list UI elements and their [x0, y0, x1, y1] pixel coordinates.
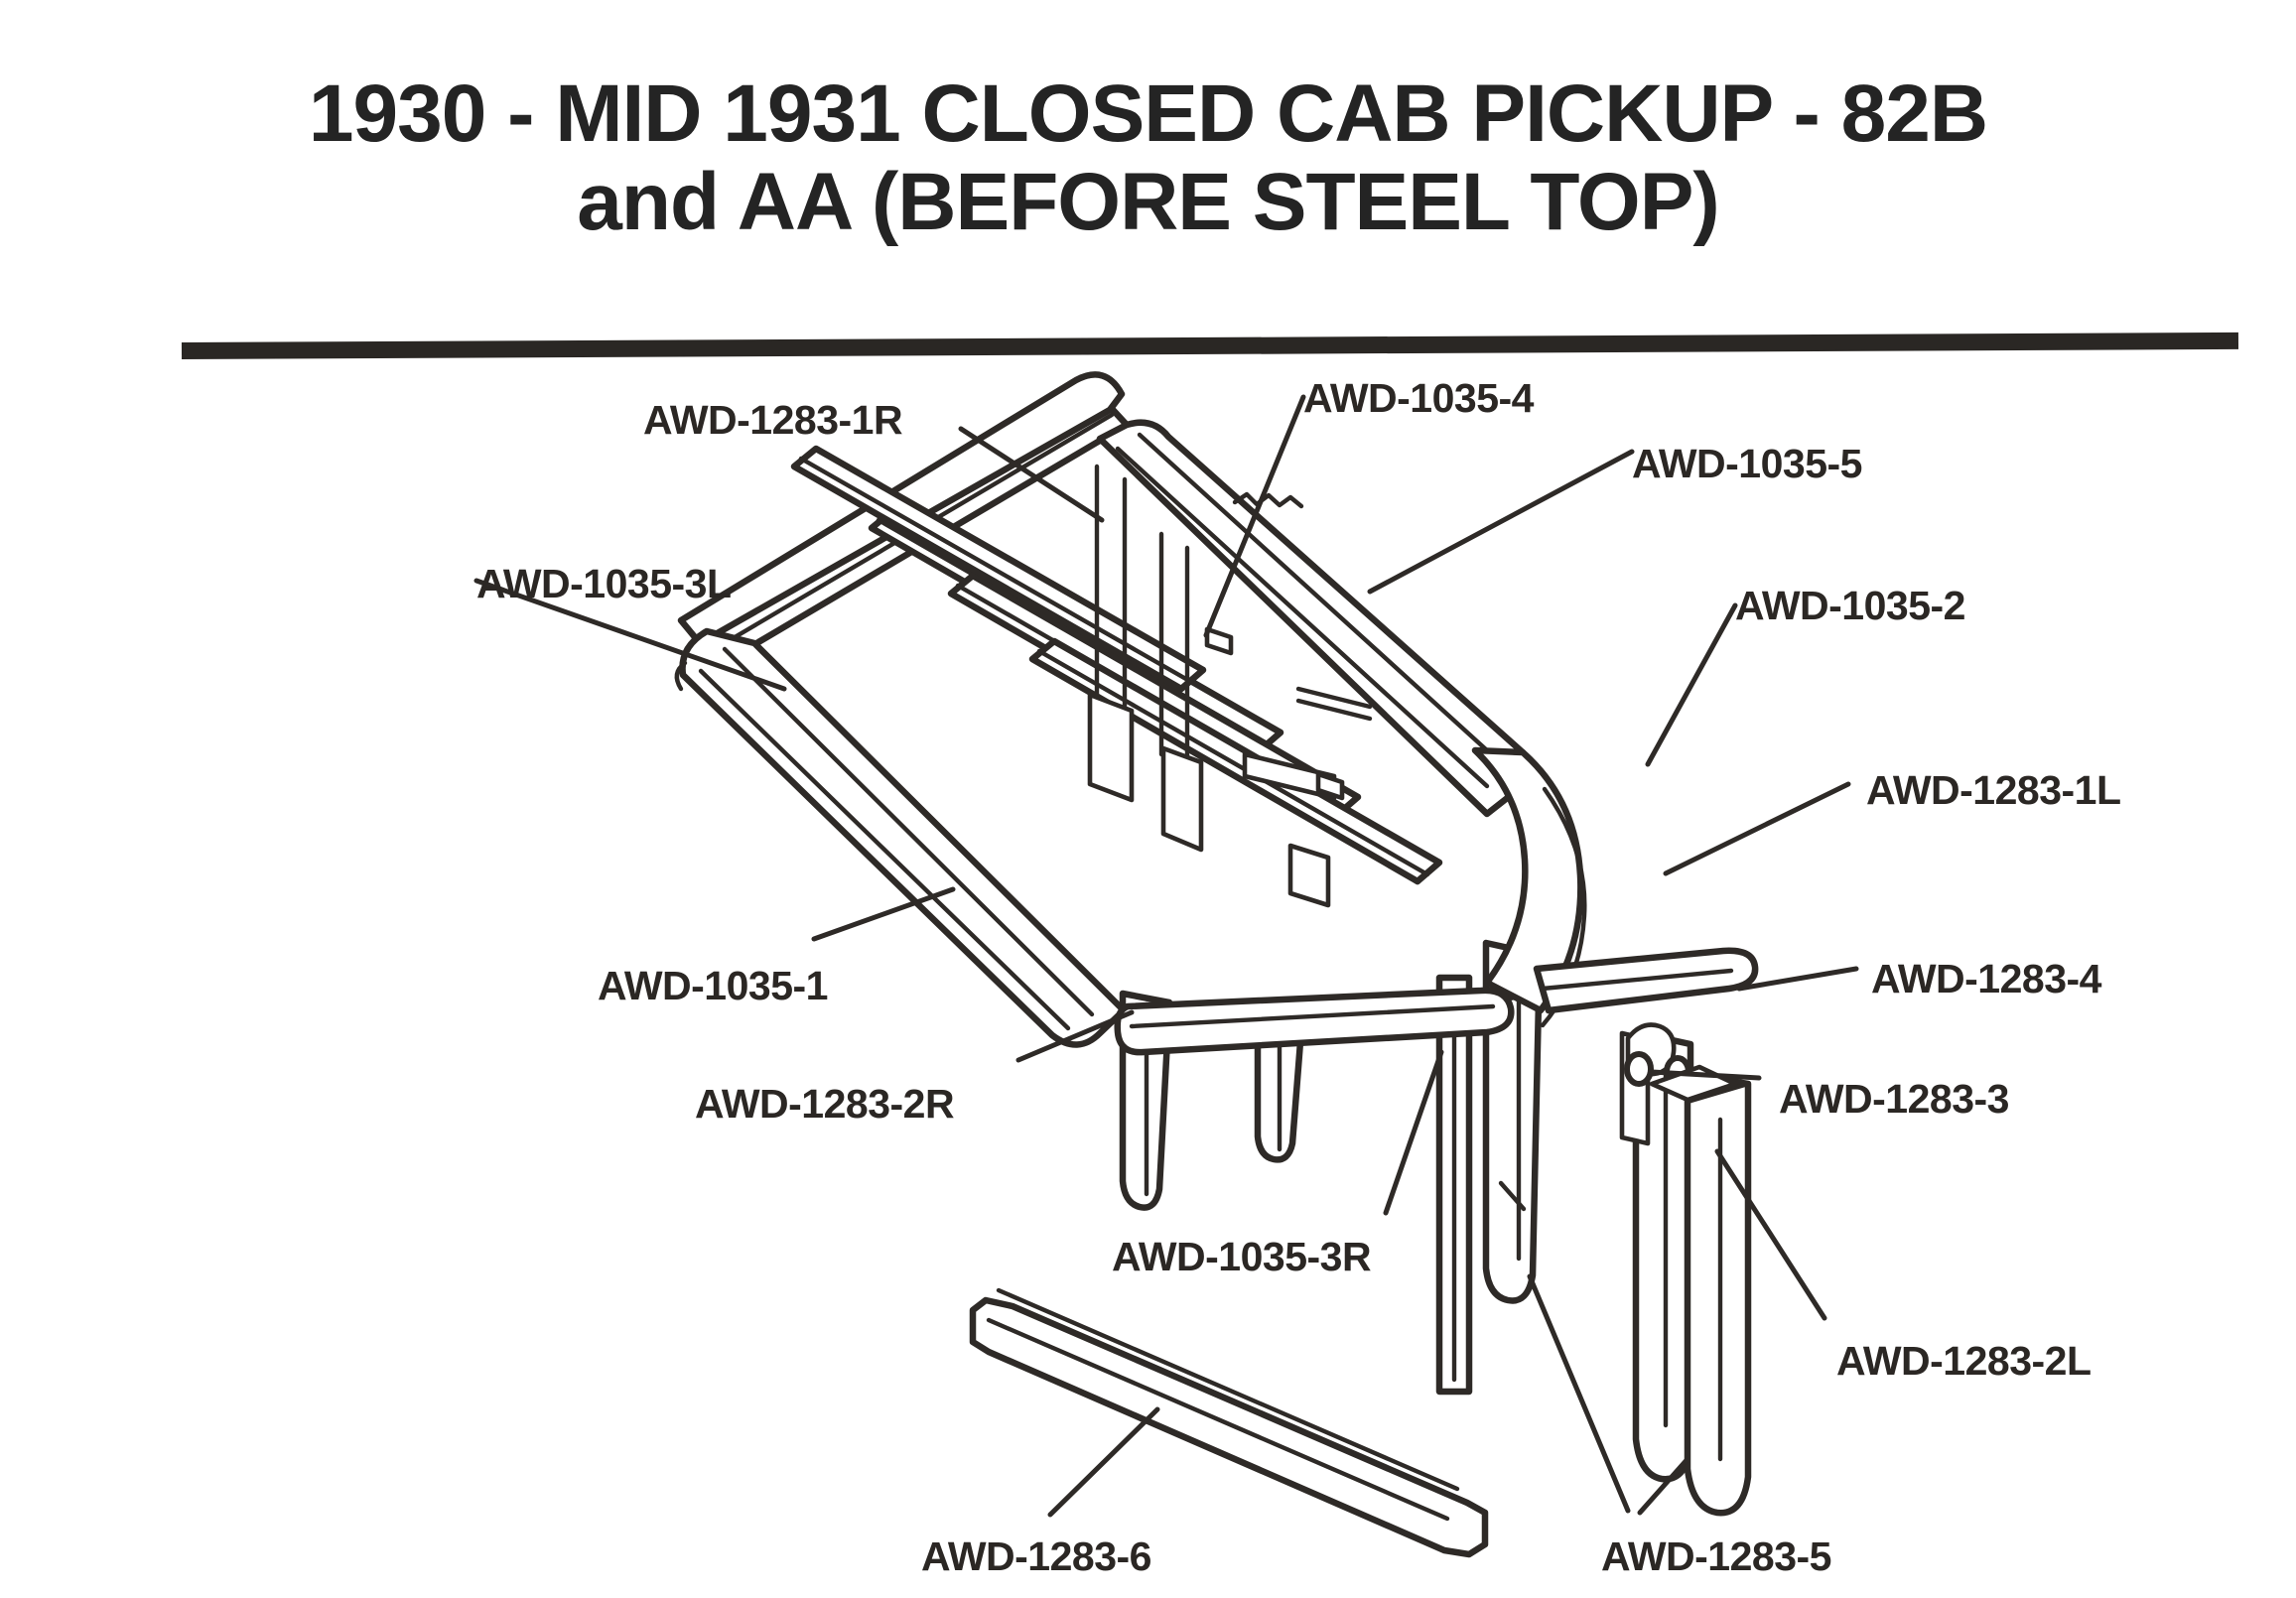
callout-awd-1035-3l: AWD-1035-3L [476, 561, 732, 606]
leader-awd-1283-1r [958, 426, 1105, 523]
leader-awd-1283-3 [1649, 1069, 1762, 1081]
part-awd-1283-2l-group [1632, 1028, 1752, 1517]
callout-awd-1035-5: AWD-1035-5 [1632, 441, 1862, 486]
leader-awd-1283-6 [1047, 1406, 1160, 1518]
leader-awd-1035-1 [811, 886, 956, 942]
callout-awd-1283-3: AWD-1283-3 [1779, 1076, 2009, 1122]
callout-awd-1035-2: AWD-1035-2 [1735, 583, 1965, 628]
leader-awd-1035-5 [1367, 449, 1635, 595]
callout-awd-1283-2l: AWD-1283-2L [1836, 1338, 2092, 1384]
leader-lines [473, 394, 1859, 1518]
leader-awd-1283-5-a [1527, 1273, 1631, 1514]
callout-awd-1035-3r: AWD-1035-3R [1112, 1234, 1372, 1279]
leader-awd-1035-3r [1383, 1049, 1444, 1216]
leader-awd-1035-2 [1645, 602, 1738, 767]
callout-awd-1283-5: AWD-1283-5 [1601, 1533, 1831, 1579]
callout-awd-1283-6: AWD-1283-6 [921, 1533, 1151, 1579]
leader-awd-1283-2r [1015, 1009, 1135, 1063]
leader-awd-1035-3l [473, 578, 787, 692]
callout-awd-1283-1l: AWD-1283-1L [1866, 767, 2121, 813]
callout-awd-1283-1r: AWD-1283-1R [643, 397, 903, 443]
title-line-2: and AA (BEFORE STEEL TOP) [577, 157, 1719, 248]
leader-awd-1283-2l [1714, 1148, 1827, 1321]
page-title: 1930 - MID 1931 CLOSED CAB PICKUP - 82B … [0, 71, 2296, 245]
callout-awd-1035-4: AWD-1035-4 [1303, 375, 1534, 421]
leader-awd-1035-4 [1203, 394, 1306, 638]
roof-frame [674, 371, 1759, 1056]
leader-awd-1283-5-b [1637, 1456, 1690, 1516]
callout-awd-1035-1: AWD-1035-1 [598, 963, 828, 1008]
part-awd-1035-3r [1435, 974, 1473, 1396]
title-line-1: 1930 - MID 1931 CLOSED CAB PICKUP - 82B [308, 68, 1988, 159]
leader-awd-1283-4 [1736, 966, 1859, 992]
part-awd-1283-6 [969, 1287, 1489, 1558]
callout-awd-1283-2r: AWD-1283-2R [695, 1081, 955, 1127]
callout-awd-1283-4: AWD-1283-4 [1871, 956, 2101, 1001]
leader-awd-1283-1l [1663, 781, 1851, 876]
